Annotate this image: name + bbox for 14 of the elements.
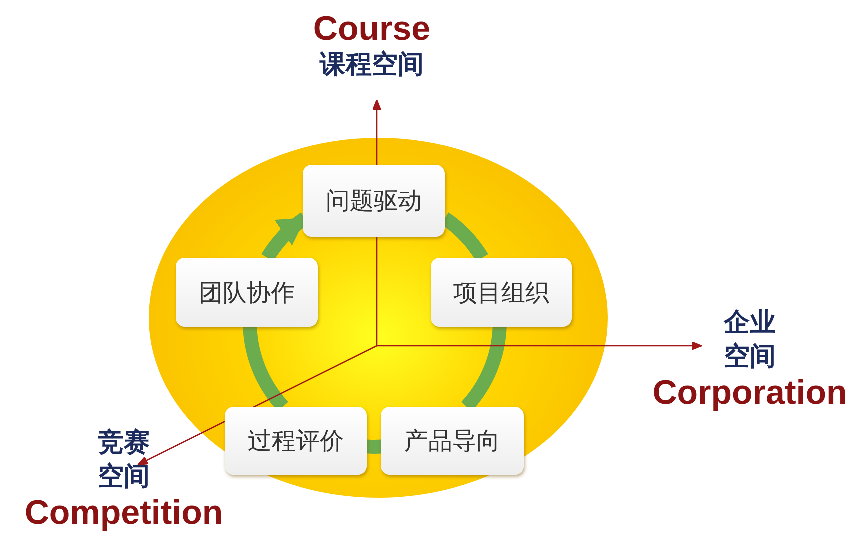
axis-label: 企业空间: [722, 307, 777, 374]
step-box: 产品导向: [381, 407, 524, 475]
axis-label: 课程空间: [320, 49, 424, 82]
axis-label: 竞赛空间: [97, 427, 151, 494]
axis-title: Course: [313, 10, 431, 48]
step-box: 团队协作: [176, 258, 318, 327]
step-box: 项目组织: [431, 258, 572, 327]
axis-title: Corporation: [652, 374, 848, 412]
step-box: 过程评价: [225, 407, 367, 475]
axis-title: Competition: [24, 494, 224, 532]
axis-arrow: [372, 100, 382, 346]
axis-arrow: [138, 345, 378, 466]
step-box: 问题驱动: [303, 165, 445, 237]
axis-arrow: [377, 342, 702, 350]
